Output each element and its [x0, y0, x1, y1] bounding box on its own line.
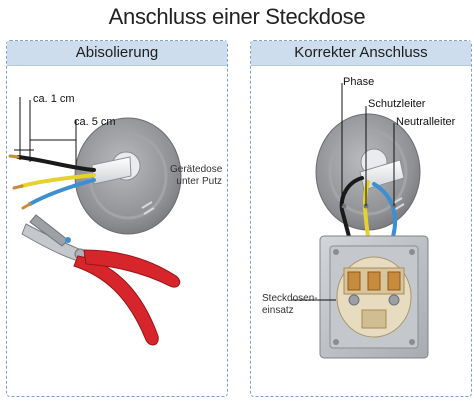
- label-phase: Phase: [343, 76, 375, 88]
- label-einsatz-line2: einsatz: [262, 305, 294, 316]
- dimension-lines: [14, 97, 77, 166]
- label-neutralleiter: Neutralleiter: [396, 116, 456, 128]
- cable-sheath-right: [359, 159, 405, 191]
- label-einsatz-line1: Steckdosen-: [262, 293, 318, 304]
- label-geraetedose-line1: Gerätedose: [170, 164, 223, 175]
- label-schutzleiter: Schutzleiter: [368, 98, 426, 110]
- label-ca-1cm: ca. 1 cm: [33, 93, 75, 105]
- label-geraetedose: Gerätedose unter Putz: [170, 164, 222, 188]
- wires-left: [8, 154, 96, 210]
- abisolierzange-icon: [21, 214, 181, 346]
- panel-heading-korrekter-anschluss: Korrekter Anschluss: [251, 41, 471, 66]
- label-ca-5cm: ca. 5 cm: [74, 116, 116, 128]
- panel-abisolierung: Abisolierung: [6, 40, 228, 397]
- steckdoseneinsatz-icon: [319, 235, 429, 359]
- panel-heading-abisolierung: Abisolierung: [7, 41, 227, 66]
- label-geraetedose-line2: unter Putz: [176, 176, 222, 187]
- page-title: Anschluss einer Steckdose: [108, 4, 366, 29]
- illustration-layer: [8, 83, 429, 359]
- label-steckdoseneinsatz: Steckdosen- einsatz: [262, 293, 318, 317]
- leader-lines-right: [292, 83, 395, 301]
- cable-sheath-left: [91, 156, 132, 185]
